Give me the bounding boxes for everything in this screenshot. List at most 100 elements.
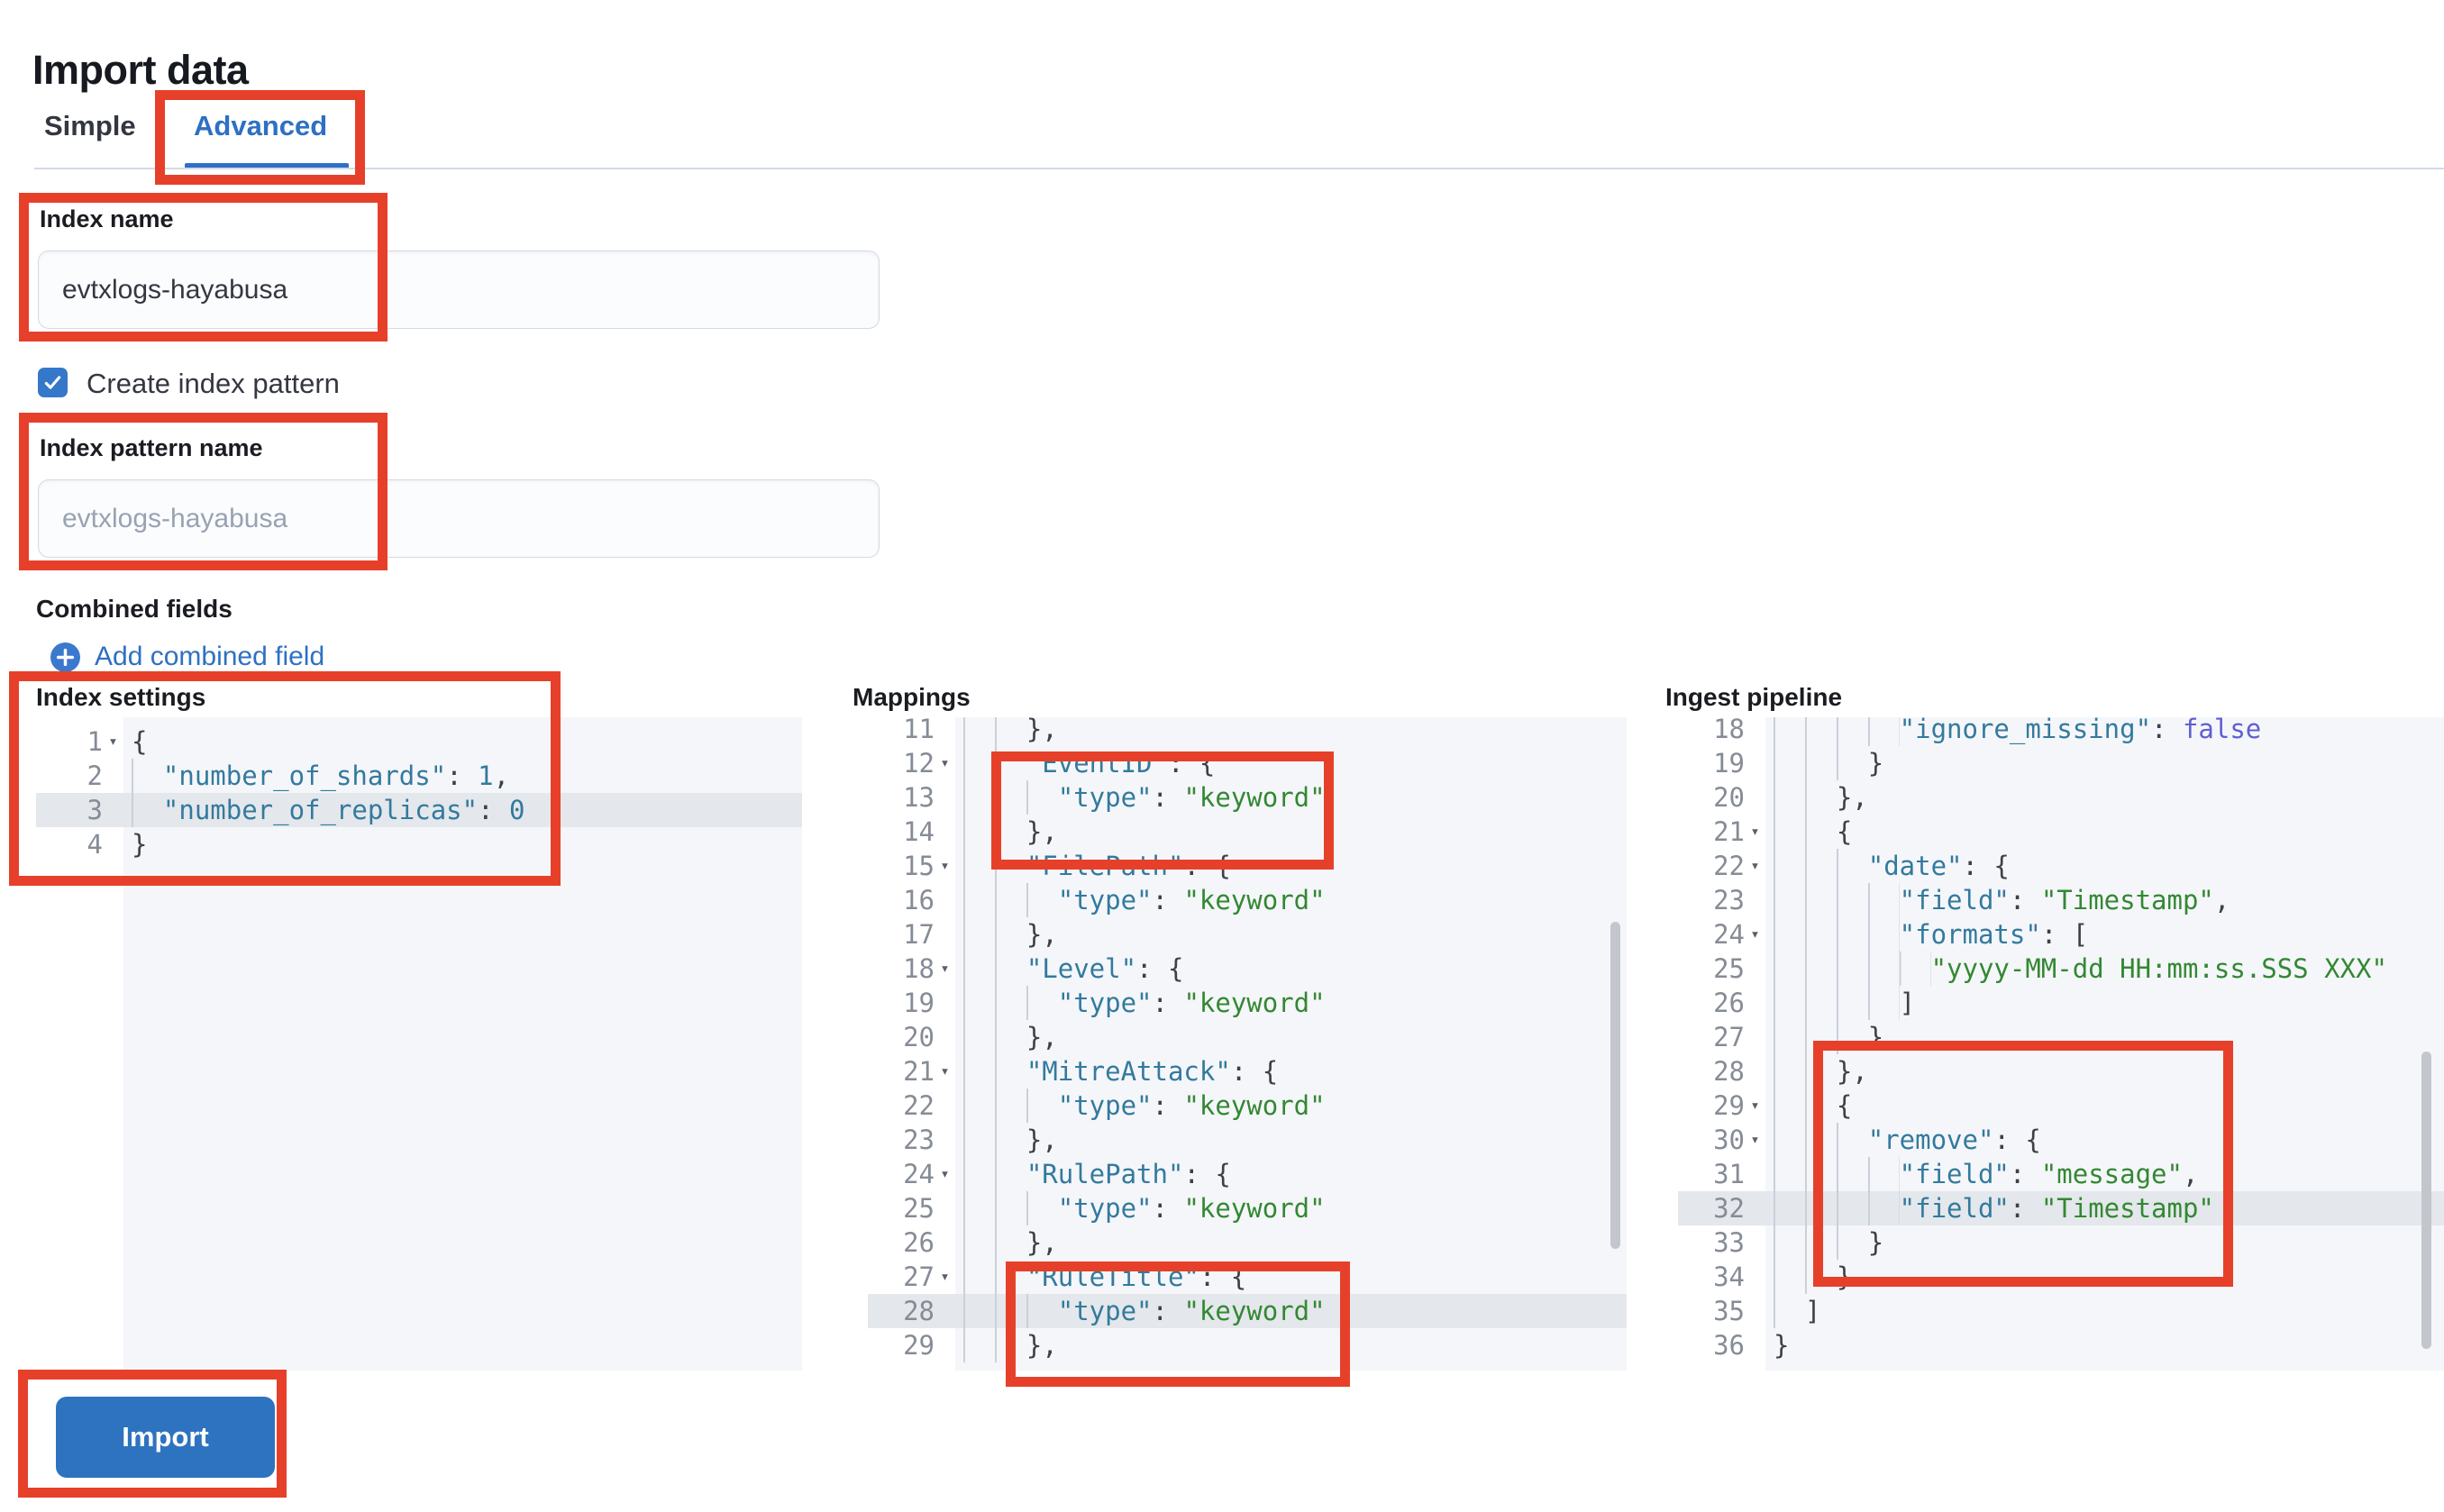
token-p: : bbox=[1152, 1090, 1184, 1121]
line-number: 20 bbox=[1713, 782, 1745, 813]
line-number: 26 bbox=[1713, 988, 1745, 1018]
line-number: 19 bbox=[1713, 748, 1745, 779]
fold-arrow-icon[interactable]: ▾ bbox=[1750, 823, 1760, 841]
code-content: }, bbox=[1765, 1054, 2444, 1088]
fold-gutter bbox=[1745, 746, 1765, 780]
code-content: "FilePath": { bbox=[955, 849, 1627, 883]
code-line: 25"type": "keyword" bbox=[868, 1191, 1627, 1225]
combined-fields-label: Combined fields bbox=[36, 595, 233, 623]
indent-guides bbox=[963, 1157, 1026, 1191]
token-p: ] bbox=[1899, 988, 1916, 1018]
fold-arrow-icon[interactable]: ▾ bbox=[940, 960, 950, 978]
fold-gutter bbox=[1745, 1294, 1765, 1328]
code-line: 19} bbox=[1678, 746, 2444, 780]
token-p: : bbox=[2009, 1159, 2041, 1189]
token-p: } bbox=[1867, 1022, 1884, 1052]
code-line: 31"field": "message", bbox=[1678, 1157, 2444, 1191]
fold-arrow-icon[interactable]: ▾ bbox=[1750, 925, 1760, 943]
fold-arrow-icon[interactable]: ▾ bbox=[940, 1165, 950, 1183]
create-index-pattern-checkbox[interactable] bbox=[38, 368, 68, 397]
token-p: }, bbox=[1026, 717, 1058, 744]
token-p: : bbox=[1152, 782, 1184, 813]
token-s: "Timestamp" bbox=[2040, 1193, 2214, 1224]
token-s: "keyword" bbox=[1183, 1296, 1326, 1326]
line-number: 21 bbox=[903, 1056, 935, 1087]
code-line: 14}, bbox=[868, 815, 1627, 849]
fold-gutter bbox=[1745, 1328, 1765, 1362]
line-number: 18 bbox=[1713, 717, 1745, 744]
fold-arrow-icon[interactable]: ▾ bbox=[940, 754, 950, 772]
line-number: 16 bbox=[903, 885, 935, 915]
mappings-editor[interactable]: 11},12▾"EventID": {13"type": "keyword"14… bbox=[868, 717, 1627, 1371]
line-number: 25 bbox=[903, 1193, 935, 1224]
fold-arrow-icon[interactable]: ▾ bbox=[940, 1062, 950, 1080]
token-k: "type" bbox=[1057, 988, 1153, 1018]
code-content: "MitreAttack": { bbox=[955, 1054, 1627, 1088]
tab-simple[interactable]: Simple bbox=[44, 110, 136, 141]
index-name-input[interactable] bbox=[38, 250, 880, 329]
fold-arrow-icon[interactable]: ▾ bbox=[940, 857, 950, 875]
code-content: "number_of_replicas": 0 bbox=[123, 793, 802, 827]
mappings-label: Mappings bbox=[853, 683, 971, 711]
token-p: : { bbox=[1230, 1056, 1279, 1087]
code-line: 24▾"RulePath": { bbox=[868, 1157, 1627, 1191]
code-line: 27▾"RuleTitle": { bbox=[868, 1260, 1627, 1294]
code-line: 2"number_of_shards": 1, bbox=[36, 759, 802, 793]
code-line: 4} bbox=[36, 827, 802, 861]
indent-guides bbox=[963, 952, 1026, 986]
fold-arrow-icon[interactable]: ▾ bbox=[1750, 1131, 1760, 1149]
fold-gutter bbox=[1745, 1225, 1765, 1260]
indent-guides bbox=[963, 1088, 1058, 1123]
fold-gutter bbox=[935, 917, 955, 952]
indent-guides bbox=[1774, 1054, 1837, 1088]
indent-guides bbox=[963, 1191, 1058, 1225]
code-line: 24▾"formats": [ bbox=[1678, 917, 2444, 952]
fold-gutter bbox=[1745, 717, 1765, 746]
token-p: ] bbox=[1804, 1296, 1821, 1326]
tab-advanced[interactable]: Advanced bbox=[194, 110, 328, 141]
ingest-pipeline-scrollbar[interactable] bbox=[2421, 1052, 2431, 1349]
fold-gutter bbox=[935, 815, 955, 849]
code-line: 23}, bbox=[868, 1123, 1627, 1157]
token-p: : bbox=[1152, 988, 1184, 1018]
fold-gutter bbox=[935, 1020, 955, 1054]
token-k: "field" bbox=[1899, 885, 2010, 915]
index-pattern-name-input[interactable] bbox=[38, 479, 880, 558]
indent-guides bbox=[963, 1054, 1026, 1088]
indent-guides bbox=[963, 849, 1026, 883]
indent-guides bbox=[1774, 1260, 1837, 1294]
fold-arrow-icon[interactable]: ▾ bbox=[108, 733, 118, 751]
indent-guides bbox=[963, 917, 1026, 952]
code-content: "EventID": { bbox=[955, 746, 1627, 780]
token-p: }, bbox=[1026, 1227, 1058, 1258]
code-line: 11}, bbox=[868, 717, 1627, 746]
mappings-scrollbar[interactable] bbox=[1610, 922, 1620, 1249]
fold-gutter bbox=[935, 1088, 955, 1123]
index-settings-editor[interactable]: 1▾{2"number_of_shards": 1,3"number_of_re… bbox=[36, 717, 802, 1371]
add-combined-field-link[interactable]: Add combined field bbox=[50, 642, 324, 672]
token-p: } bbox=[132, 829, 148, 860]
token-p: : { bbox=[1183, 1159, 1231, 1189]
import-button[interactable]: Import bbox=[56, 1397, 275, 1478]
code-content: }, bbox=[955, 1328, 1627, 1362]
code-content: "type": "keyword" bbox=[955, 1088, 1627, 1123]
code-content: } bbox=[1765, 1225, 2444, 1260]
fold-arrow-icon[interactable]: ▾ bbox=[940, 1268, 950, 1286]
fold-arrow-icon[interactable]: ▾ bbox=[1750, 1097, 1760, 1115]
token-p: }, bbox=[1026, 1022, 1058, 1052]
token-p: : bbox=[478, 795, 510, 825]
code-content: "RuleTitle": { bbox=[955, 1260, 1627, 1294]
code-content: "remove": { bbox=[1765, 1123, 2444, 1157]
code-line: 28"type": "keyword" bbox=[868, 1294, 1627, 1328]
fold-gutter bbox=[935, 1225, 955, 1260]
fold-gutter bbox=[1745, 883, 1765, 917]
fold-gutter bbox=[1745, 952, 1765, 986]
line-number: 29 bbox=[1713, 1090, 1745, 1121]
plus-in-circle-icon bbox=[50, 642, 80, 672]
fold-arrow-icon[interactable]: ▾ bbox=[1750, 857, 1760, 875]
code-line: 15▾"FilePath": { bbox=[868, 849, 1627, 883]
line-number: 28 bbox=[903, 1296, 935, 1326]
code-content: "yyyy-MM-dd HH:mm:ss.SSS XXX" bbox=[1765, 952, 2444, 986]
code-line: 34} bbox=[1678, 1260, 2444, 1294]
